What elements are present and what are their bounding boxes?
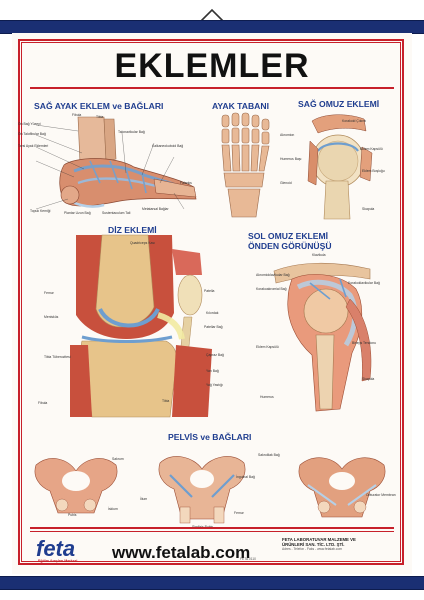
section-ankle-title: SAĞ AYAK EKLEM ve BAĞLARI [34,101,164,111]
section-shoulder-title: SAĞ OMUZ EKLEMİ [298,99,380,109]
knee-label: Fibula [38,401,48,405]
poster-title: EKLEMLER [114,47,310,85]
top-hanging-rod [0,20,424,34]
pelvis-label: Sakroiliak Bağ [258,453,280,457]
pelvis-label: Sakrum [112,457,124,461]
shoulder-label: Humerus Başı [280,157,302,161]
shoulder-front-label: Biseps Tendonu [352,341,377,345]
shoulder-label: Eklem Kapsülü [360,147,383,151]
shoulder-section-illustration [307,114,373,220]
shoulder-front-label: Korakoakromial Bağ [256,287,287,291]
poster-frame [18,39,404,565]
ankle-label: Sustentaculum Tali [102,211,131,215]
knee-label: Quadriceps Kası [130,241,156,245]
hanger-hook-icon [199,8,225,23]
pelvis-label: İskium [108,507,118,511]
ankle-label: Talonavikular Bağ [118,130,145,134]
ankle-label: Ön Talofibular Bağ [18,132,46,136]
bottom-hanging-rod [0,576,424,590]
poster-frame-inner [21,42,401,562]
brand-logo: feta Eğitim Araçları Merkezi [34,536,94,566]
knee-label: Kıkırdak [206,311,219,315]
shoulder-front-label: Klavikula [312,253,326,257]
pelvis-illustration [34,456,386,524]
pelvis-label: Pubis [68,513,77,517]
shoulder-label: Skapula [362,207,375,211]
title-rule [30,87,394,89]
ankle-label: Tarsi Ayak Eklemleri [18,144,49,148]
ankle-label: Kalkaneokuboid Bağ [152,144,184,148]
ankle-label: Falanks [180,181,192,185]
shoulder-front-label: Humerus [260,395,274,399]
knee-label: Yan Bağ [206,369,219,373]
ankle-label: Fibula [72,113,82,117]
shoulder-front-label: Skapula [362,377,375,381]
footer-rule-thin [30,531,394,532]
pelvis-label: İnguinal Bağ [236,475,255,479]
company-info: FETA LABORATUVAR MALZEME VE ÜRÜNLERİ SAN… [282,537,390,551]
ankle-label: Ön Bağ Yüzeyi [18,122,41,126]
foot-sole-illustration [221,112,270,218]
shoulder-label: Glenoid [280,181,292,185]
company-address: Adres - Telefon - Faks - www.fetalab.com [282,547,343,551]
ankle-label: Topuk Kemiği [30,209,51,213]
knee-label: Çapraz Bağ [206,353,224,357]
shoulder-front-label: Eklem Kapsülü [256,345,279,349]
company-name-line-1: FETA LABORATUVAR MALZEME VE [282,537,356,542]
ankle-label: Plantar Uzun Bağ [64,211,91,215]
ankle-label: Metatarsal Bağlar [142,207,169,211]
pelvis-label: İlium [140,497,148,501]
section-shoulder-front-title-1: SOL OMUZ EKLEMİ [248,231,329,241]
website-url[interactable]: www.fetalab.com [112,543,251,562]
section-pelvis-title: PELVİS ve BAĞLARI [168,432,252,442]
pelvis-label: Obturator Membran [366,493,396,497]
section-shoulder-front-title-2: ÖNDEN GÖRÜNÜŞÜ [248,241,332,251]
ankle-joint-illustration [34,113,204,217]
brand-tagline: Eğitim Araçları Merkezi [38,559,78,563]
shoulder-front-label: Korakoklavikular Bağ [348,281,380,285]
product-code: FETA 0110 [240,557,257,561]
knee-label: Yağ Yastığı [206,383,223,387]
knee-label: Menisküs [44,315,59,319]
shoulder-front-illustration [273,262,372,412]
ankle-label: Tibia [96,115,104,119]
shoulder-label: Akromion [280,133,295,137]
company-name-line-2: ÜRÜNLERİ SAN. TİC. LTD. ŞTİ. [282,542,345,547]
section-knee-title: DİZ EKLEMİ [108,225,157,235]
pelvis-label: Femur [234,511,244,515]
knee-label: Patella [204,289,215,293]
shoulder-label: Eklem Boşluğu [362,169,385,173]
knee-label: Tibia [162,399,170,403]
knee-label: Femur [44,291,54,295]
knee-joint-illustration [62,234,224,418]
shoulder-front-label: Akromioklavikular Bağ [256,273,290,277]
knee-label: Tibia Tüberozitesi [44,355,71,359]
brand-logo-text: feta [36,536,76,561]
section-sole-title: AYAK TABANI [212,101,269,111]
poster: EKLEMLER SAĞ AYAK EKLEM ve BAĞLARI AYAK … [12,33,412,574]
knee-label: Patellar Bağ [204,325,223,329]
shoulder-label: Korakoid Çıkıntı [342,119,367,123]
footer-rule [30,527,394,529]
